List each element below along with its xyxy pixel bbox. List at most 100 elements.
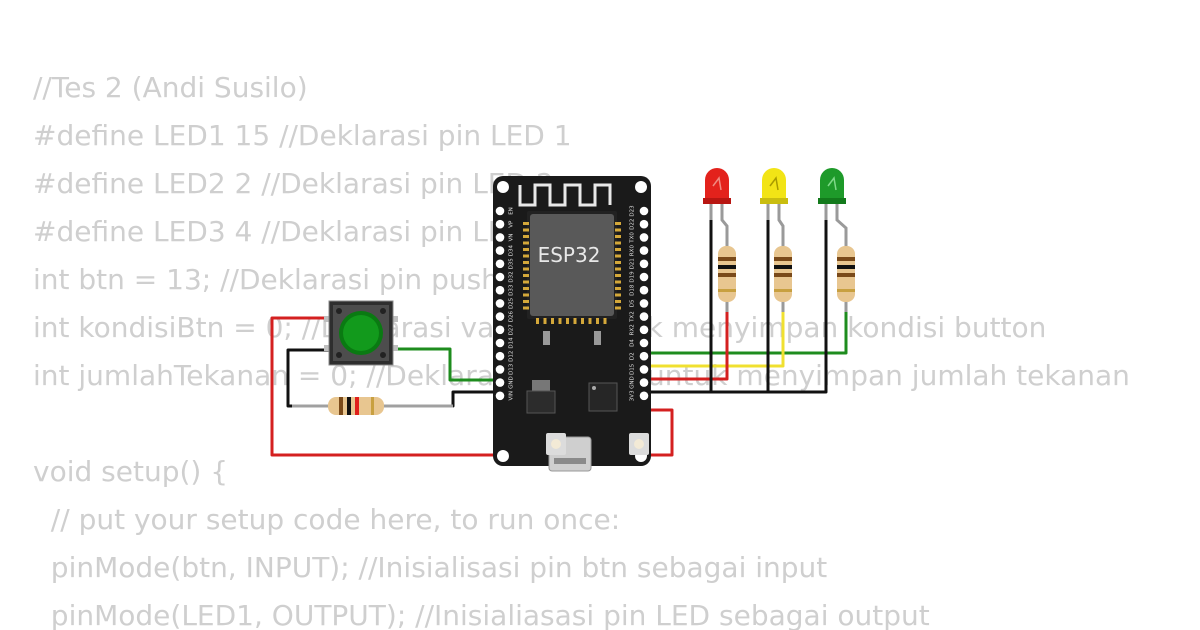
pin-label: D32 (509, 271, 515, 282)
module-pad (615, 267, 621, 271)
pin-label: D2 (630, 352, 636, 360)
module-pad (523, 287, 529, 290)
pin-label: D23 (630, 205, 636, 217)
pull-down-resistor[interactable] (292, 397, 453, 415)
pin-d32[interactable] (495, 272, 505, 282)
pin-d26[interactable] (495, 312, 505, 321)
pin-label: D15 (630, 363, 636, 375)
module-pad (615, 306, 621, 310)
pin-vn[interactable] (495, 233, 505, 242)
pin-label: D4 (630, 339, 636, 347)
pin-d18[interactable] (639, 285, 649, 295)
pin-d35[interactable] (495, 259, 505, 269)
module-pad (523, 280, 529, 284)
module-pad (588, 318, 592, 324)
code-line: int jumlahTekanan = 0; //Deklarasi varia… (33, 359, 1130, 392)
module-pad (523, 248, 529, 251)
pin-label: VN (509, 233, 515, 241)
left-pin-header[interactable]: ENVPVND34D35D32D33D25D26D27D14D12D13GNDV… (495, 206, 515, 401)
pin-rx2[interactable] (639, 325, 649, 335)
pin-label: D12 (509, 351, 515, 362)
pin-d21[interactable] (639, 259, 649, 269)
module-pad (523, 300, 529, 303)
pin-label: TX2 (630, 311, 636, 323)
module-pad (523, 228, 529, 232)
pin-gnd[interactable] (639, 378, 649, 387)
code-line: pinMode(btn, INPUT); //Inisialisasi pin … (33, 551, 828, 584)
pin-d12[interactable] (495, 351, 505, 361)
pin-d5[interactable] (639, 299, 649, 308)
code-line: // put your setup code here, to run once… (33, 503, 621, 536)
module-pad (523, 293, 529, 297)
pin-label: VP (509, 220, 515, 228)
module-pad (523, 235, 529, 238)
led-green[interactable] (818, 168, 848, 248)
pin-label: EN (509, 207, 515, 215)
pin-label: D22 (630, 219, 636, 230)
wire-black-gnd-leds[interactable] (644, 208, 828, 394)
pin-vp[interactable] (495, 219, 505, 229)
pin-label: RX2 (630, 324, 636, 335)
pin-tx2[interactable] (639, 312, 649, 321)
module-pad (573, 318, 577, 324)
pin-d15[interactable] (639, 365, 649, 374)
code-line: #define LED1 15 //Deklarasi pin LED 1 (33, 119, 572, 152)
led-yellow[interactable] (760, 168, 788, 248)
module-pad (566, 318, 569, 324)
pin-3v3[interactable] (639, 391, 649, 401)
pin-d4[interactable] (639, 338, 649, 348)
pin-d33[interactable] (495, 285, 505, 295)
pin-d34[interactable] (495, 246, 505, 255)
wire-green-button-d13[interactable] (392, 347, 500, 382)
module-pad (615, 248, 621, 251)
wire-red-3v3[interactable] (270, 316, 674, 457)
pin-d22[interactable] (639, 219, 649, 229)
pin-label: D21 (630, 258, 636, 269)
resistor-green-led[interactable] (837, 246, 855, 312)
resistor-red-led[interactable] (718, 246, 736, 312)
pin-label: D5 (630, 299, 636, 307)
pin-d14[interactable] (495, 338, 505, 348)
module-pad (536, 318, 539, 324)
pin-d27[interactable] (495, 325, 505, 335)
pin-label: D19 (630, 271, 636, 283)
pin-d13[interactable] (495, 365, 505, 374)
wire-black-gnd-button[interactable] (286, 348, 500, 408)
pin-vin[interactable] (495, 391, 505, 401)
pin-label: TX0 (630, 232, 636, 244)
led-red[interactable] (703, 168, 731, 248)
esp32-board[interactable]: ESP32 ENVPVND34D35D32D33D25D26D27D14D12D… (493, 176, 651, 472)
wire-green-d4[interactable] (644, 308, 848, 355)
pin-gnd[interactable] (495, 378, 505, 387)
wire-yellow-d2[interactable] (644, 308, 785, 368)
module-pad (596, 318, 599, 324)
pin-label: VIN (509, 391, 515, 401)
module-pad (615, 280, 621, 284)
module-pad (615, 241, 621, 245)
pin-d23[interactable] (639, 206, 649, 216)
pin-d25[interactable] (495, 299, 505, 308)
pin-en[interactable] (495, 206, 505, 216)
module-pad (523, 267, 529, 271)
wires (270, 208, 848, 457)
module-pad (523, 274, 529, 277)
pin-label: D27 (509, 324, 515, 336)
pin-d2[interactable] (639, 351, 649, 361)
pin-rx0[interactable] (639, 246, 649, 255)
module-pad (615, 300, 621, 303)
pin-d19[interactable] (639, 272, 649, 282)
pin-label: D25 (509, 297, 515, 309)
module-pad (523, 306, 529, 310)
pin-label: D18 (630, 284, 636, 296)
wire-red-d15[interactable] (644, 308, 729, 381)
code-line: void setup() { (33, 455, 229, 488)
pin-tx0[interactable] (639, 233, 649, 242)
pin-label: GND (630, 376, 636, 389)
module-pad (615, 261, 621, 264)
resistor-yellow-led[interactable] (774, 246, 792, 312)
push-button[interactable] (324, 300, 398, 366)
right-pin-header[interactable]: D23D22TX0RX0D21D19D18D5TX2RX2D4D2D15GND3… (630, 205, 649, 401)
code-line: pinMode(LED1, OUTPUT); //Inisialiasasi p… (33, 599, 930, 630)
